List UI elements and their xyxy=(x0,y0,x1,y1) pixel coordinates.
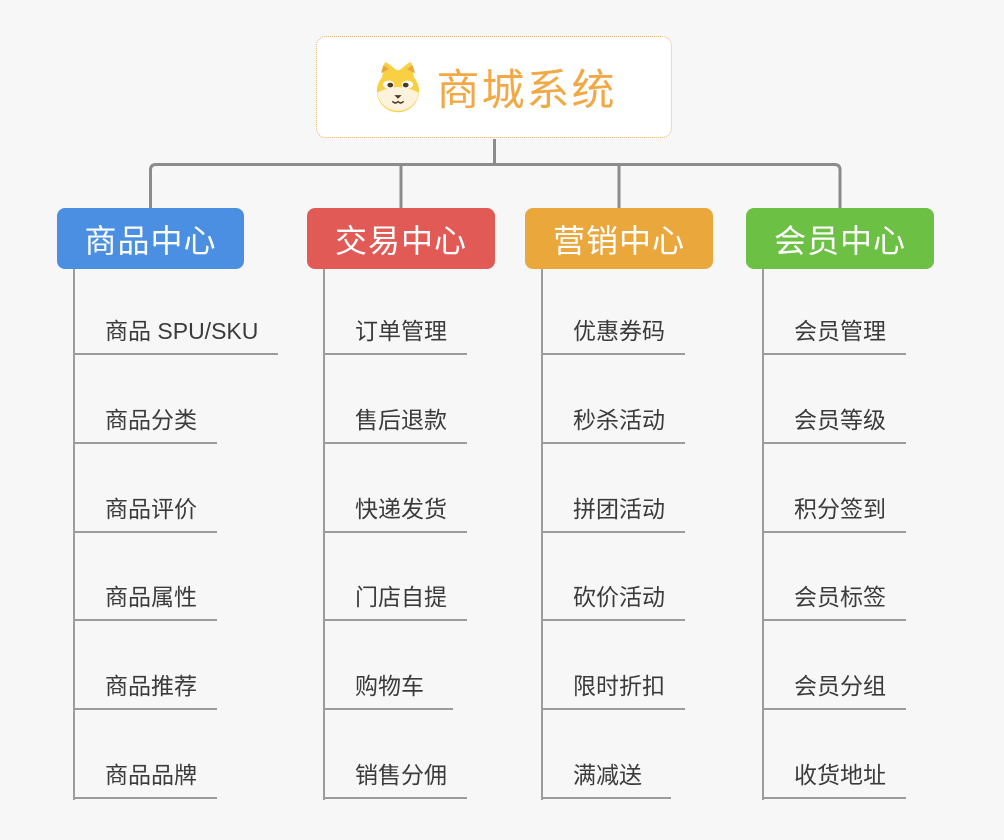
root-node-mall-system[interactable]: 商城系统 xyxy=(316,36,672,138)
branch-label: 会员中心 xyxy=(773,222,906,259)
root-title: 商城系统 xyxy=(436,67,617,115)
tree-item[interactable]: 商品评价 xyxy=(75,444,217,533)
branch-label: 营销中心 xyxy=(552,222,685,259)
tree-item[interactable]: 门店自提 xyxy=(325,533,467,622)
tree-item[interactable]: 购物车 xyxy=(325,621,453,711)
tree-item[interactable]: 订单管理 xyxy=(325,269,467,355)
tree-item[interactable]: 商品属性 xyxy=(75,533,217,622)
branch-node-trade-center[interactable]: 交易中心 xyxy=(307,208,495,269)
branch-label: 交易中心 xyxy=(334,222,467,259)
dog-face-icon xyxy=(376,62,419,113)
column-member-center: 会员管理 会员等级 积分签到 会员标签 会员分组 收货地址 xyxy=(762,269,906,800)
tree-item[interactable]: 快递发货 xyxy=(325,444,467,533)
tree-item[interactable]: 商品分类 xyxy=(75,355,217,444)
tree-item[interactable]: 会员分组 xyxy=(764,621,906,711)
tree-item[interactable]: 秒杀活动 xyxy=(543,355,685,444)
column-product-center: 商品 SPU/SKU 商品分类 商品评价 商品属性 商品推荐 商品品牌 xyxy=(73,269,279,800)
branch-node-marketing-center[interactable]: 营销中心 xyxy=(525,208,713,269)
tree-item[interactable]: 商品 SPU/SKU xyxy=(75,269,279,355)
tree-item[interactable]: 会员等级 xyxy=(764,355,906,444)
branch-label: 商品中心 xyxy=(84,222,217,259)
branch-node-product-center[interactable]: 商品中心 xyxy=(57,208,244,269)
column-marketing-center: 优惠券码 秒杀活动 拼团活动 砍价活动 限时折扣 满减送 xyxy=(541,269,685,800)
tree-item[interactable]: 满减送 xyxy=(543,710,671,799)
tree-item[interactable]: 限时折扣 xyxy=(543,621,685,711)
tree-item[interactable]: 会员标签 xyxy=(764,533,906,622)
tree-item[interactable]: 收货地址 xyxy=(764,710,906,799)
tree-item[interactable]: 积分签到 xyxy=(764,444,906,533)
column-trade-center: 订单管理 售后退款 快递发货 门店自提 购物车 销售分佣 xyxy=(323,269,467,800)
tree-item[interactable]: 售后退款 xyxy=(325,355,467,444)
tree-item[interactable]: 商品推荐 xyxy=(75,621,217,711)
branch-node-member-center[interactable]: 会员中心 xyxy=(746,208,934,269)
tree-item[interactable]: 拼团活动 xyxy=(543,444,685,533)
tree-item[interactable]: 砍价活动 xyxy=(543,533,685,622)
tree-item[interactable]: 会员管理 xyxy=(764,269,906,355)
tree-item[interactable]: 销售分佣 xyxy=(325,710,467,799)
tree-item[interactable]: 优惠券码 xyxy=(543,269,685,355)
tree-item[interactable]: 商品品牌 xyxy=(75,710,217,799)
